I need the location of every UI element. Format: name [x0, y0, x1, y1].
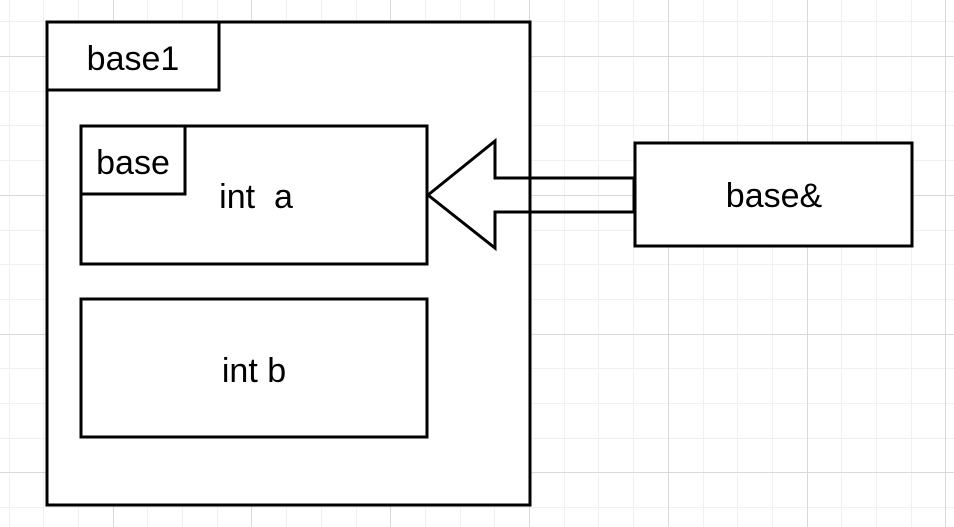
- base-tag-box: [79, 124, 187, 196]
- member-a-label: int a: [219, 178, 293, 216]
- reference-box[interactable]: base&: [633, 141, 914, 248]
- outer-class-title: base1: [87, 40, 180, 78]
- derived-member-box[interactable]: int b: [79, 297, 429, 439]
- reference-label: base&: [726, 177, 823, 215]
- outer-class-title-box: [45, 20, 221, 92]
- base-tag-label: base: [96, 144, 170, 182]
- member-b-label: int b: [222, 352, 286, 390]
- base-subobject-box[interactable]: base int a: [79, 124, 429, 266]
